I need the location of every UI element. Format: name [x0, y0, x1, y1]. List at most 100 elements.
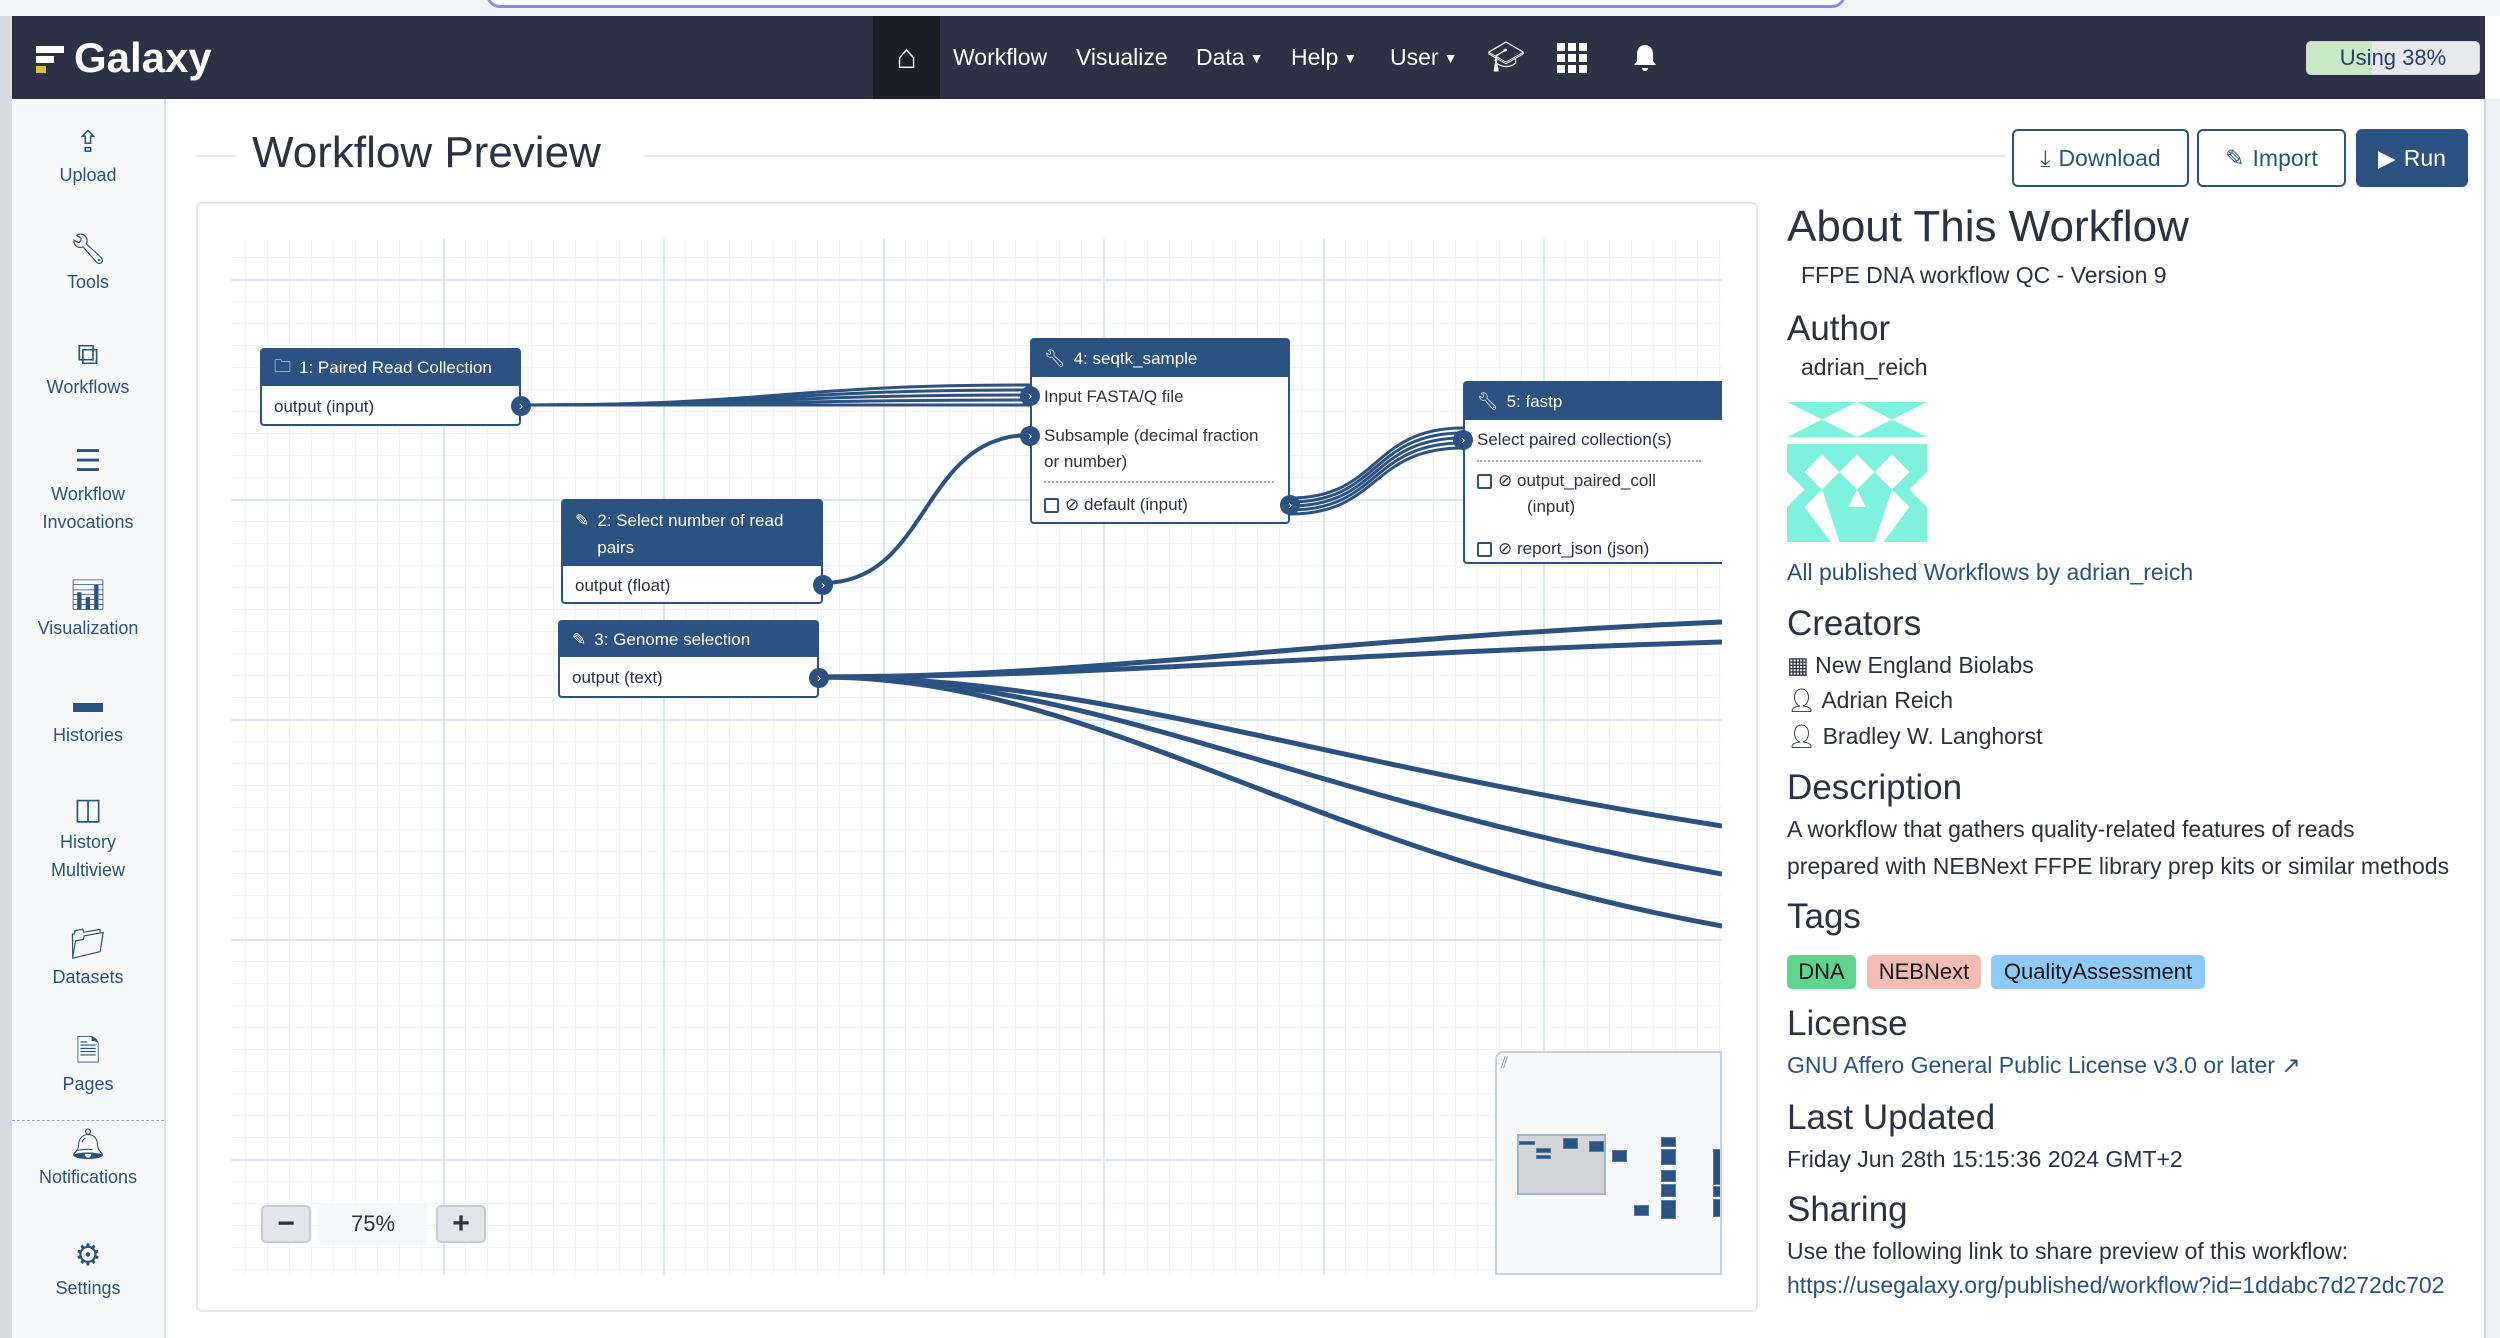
- minimap[interactable]: ⫽: [1495, 1051, 1722, 1275]
- workflow-node-5[interactable]: 🔧︎5: fastp › Select paired collection(s)…: [1453, 381, 1722, 564]
- play-icon: ▶: [2378, 144, 2396, 171]
- tag-qualityassessment[interactable]: QualityAssessment: [1991, 955, 2205, 989]
- checkbox[interactable]: [1477, 474, 1492, 490]
- input-terminal[interactable]: ›: [1453, 430, 1473, 450]
- tag-label: NEBNext: [1878, 959, 1970, 984]
- minimap-node: [1612, 1150, 1627, 1162]
- sidebar-item-notifications[interactable]: 🔔︎Notifications: [12, 1127, 164, 1191]
- tag-dna[interactable]: DNA: [1787, 955, 1856, 989]
- nav-label: Help: [1291, 44, 1339, 70]
- sidebar-item-settings[interactable]: ⚙︎Settings: [12, 1238, 164, 1302]
- nav-data[interactable]: Data▼: [1196, 16, 1263, 99]
- workflow-node-4[interactable]: 🔧︎4: seqtk_sample › Input FASTA/Q file ›…: [1020, 338, 1300, 524]
- nav-label: Data: [1196, 44, 1245, 70]
- sidebar-item-visualization[interactable]: 📊︎Visualization: [12, 578, 164, 642]
- sidebar-item-label: Settings: [55, 1278, 121, 1298]
- nav-help[interactable]: Help▼: [1291, 16, 1357, 99]
- minimap-node: [1713, 1199, 1720, 1217]
- license-link[interactable]: GNU Affero General Public License v3.0 o…: [1787, 1052, 2301, 1079]
- hdd-icon: ▬: [73, 686, 103, 719]
- output-terminal[interactable]: ›: [809, 668, 829, 688]
- user-icon: 👤︎: [1787, 723, 1817, 749]
- minimap-node: [1661, 1200, 1676, 1219]
- node-output: output (text): [572, 668, 663, 687]
- sidebar-item-label: Pages: [62, 1074, 114, 1094]
- nav-visualize[interactable]: Visualize: [1076, 16, 1168, 99]
- input-terminal[interactable]: ›: [1020, 426, 1040, 446]
- zoom-level: 75%: [318, 1203, 428, 1245]
- sidebar-item-workflow-invocations[interactable]: ☰Workflow Invocations: [12, 444, 164, 536]
- browser-address-bar[interactable]: [486, 0, 1846, 8]
- tag-label: DNA: [1798, 959, 1845, 984]
- workflow-node-1[interactable]: 🗀1: Paired Read Collection output (input…: [260, 348, 531, 426]
- home-button[interactable]: ⌂: [873, 16, 940, 99]
- import-button[interactable]: ✎Import: [2197, 129, 2346, 187]
- galaxy-logo[interactable]: Galaxy: [36, 30, 212, 86]
- eye-slash-icon[interactable]: ⊘: [1065, 495, 1080, 514]
- brand-name: Galaxy: [74, 34, 212, 81]
- node-title: 5: fastp: [1506, 391, 1563, 411]
- tag-nebnext[interactable]: NEBNext: [1867, 955, 1981, 989]
- checkbox[interactable]: [1477, 542, 1492, 558]
- workflow-name: FFPE DNA workflow QC - Version 9: [1801, 262, 2167, 288]
- run-label: Run: [2403, 144, 2446, 171]
- node-output: output (float): [575, 576, 671, 595]
- sidebar-item-upload[interactable]: ⇪Upload: [12, 125, 164, 189]
- node-title: 4: seqtk_sample: [1073, 348, 1198, 368]
- sidebar-item-histories[interactable]: ▬ Histories: [12, 685, 164, 749]
- nav-workflow[interactable]: Workflow: [953, 16, 1047, 99]
- creator-item: 👤︎ Adrian Reich: [1787, 687, 1953, 714]
- resize-handle-icon[interactable]: ⫽: [1501, 1055, 1509, 1072]
- sidebar-item-pages[interactable]: 🗎Pages: [12, 1034, 164, 1098]
- workflow-node-3[interactable]: ✎3: Genome selection output (text) ›: [558, 620, 829, 698]
- license-heading: License: [1787, 1004, 1908, 1043]
- input-terminal[interactable]: ›: [1020, 386, 1040, 406]
- connection: [1289, 441, 1464, 512]
- apps-grid-icon[interactable]: [1557, 16, 1587, 99]
- minimap-node: [1661, 1170, 1676, 1182]
- download-label: Download: [2058, 144, 2161, 171]
- quota-meter[interactable]: Using 38%: [2306, 41, 2480, 75]
- columns-icon: ◫: [73, 793, 103, 826]
- eye-slash-icon[interactable]: ⊘: [1498, 539, 1513, 558]
- sidebar-item-label: Visualization: [37, 618, 139, 638]
- external-link-icon: ↗: [2281, 1052, 2301, 1078]
- sidebar-item-tools[interactable]: 🔧︎Tools: [12, 232, 164, 296]
- connection: [818, 674, 1722, 829]
- zoom-out-button[interactable]: −: [261, 1205, 311, 1243]
- nav-user[interactable]: User▼: [1390, 16, 1457, 99]
- sidebar-item-datasets[interactable]: 📁︎Datasets: [12, 927, 164, 991]
- checkbox[interactable]: [1044, 498, 1059, 514]
- sidebar-item-label: Histories: [52, 725, 123, 745]
- output-terminal[interactable]: ›: [1280, 495, 1300, 515]
- last-updated-heading: Last Updated: [1787, 1098, 1996, 1137]
- output-terminal[interactable]: ›: [511, 396, 531, 416]
- list-icon: ☰: [74, 445, 102, 478]
- sidebar-item-label: Tools: [66, 272, 110, 292]
- zoom-in-button[interactable]: +: [436, 1205, 486, 1243]
- page-scrollbar[interactable]: [2484, 99, 2500, 1338]
- author-workflows-link[interactable]: All published Workflows by adrian_reich: [1787, 559, 2194, 585]
- node-input: Select paired collection(s): [1477, 430, 1672, 449]
- sidebar-item-workflows[interactable]: ⧉Workflows: [12, 337, 164, 401]
- minimap-node: [1713, 1186, 1720, 1197]
- workflow-canvas[interactable]: 🗀1: Paired Read Collection output (input…: [231, 239, 1722, 1275]
- creators-heading: Creators: [1787, 604, 1922, 643]
- bell-icon[interactable]: [1632, 16, 1658, 99]
- run-button[interactable]: ▶ Run: [2356, 129, 2468, 187]
- node-output-row: ⊘ default (input): [1044, 492, 1278, 518]
- edit-icon: ✎: [2225, 144, 2245, 171]
- sidebar-item-history-multiview[interactable]: ◫History Multiview: [12, 792, 164, 884]
- output-terminal[interactable]: ›: [813, 575, 833, 595]
- sharing-url-link[interactable]: https://usegalaxy.org/published/workflow…: [1787, 1272, 2445, 1298]
- upload-icon: ⇪: [75, 126, 101, 159]
- node-output-row: ⊘ output_paired_coll (input): [1477, 468, 1691, 520]
- minimap-node: [1661, 1149, 1676, 1165]
- node-output-row: ⊘ report_json (json): [1477, 536, 1722, 562]
- graduation-cap-icon[interactable]: 🎓︎: [1487, 41, 1526, 74]
- nav-label: User: [1390, 44, 1439, 70]
- eye-slash-icon[interactable]: ⊘: [1498, 471, 1513, 490]
- workflow-node-2[interactable]: ✎2: Select number of read pairs output (…: [561, 499, 833, 604]
- home-icon: ⌂: [896, 38, 917, 76]
- download-button[interactable]: ⤓Download: [2012, 129, 2189, 187]
